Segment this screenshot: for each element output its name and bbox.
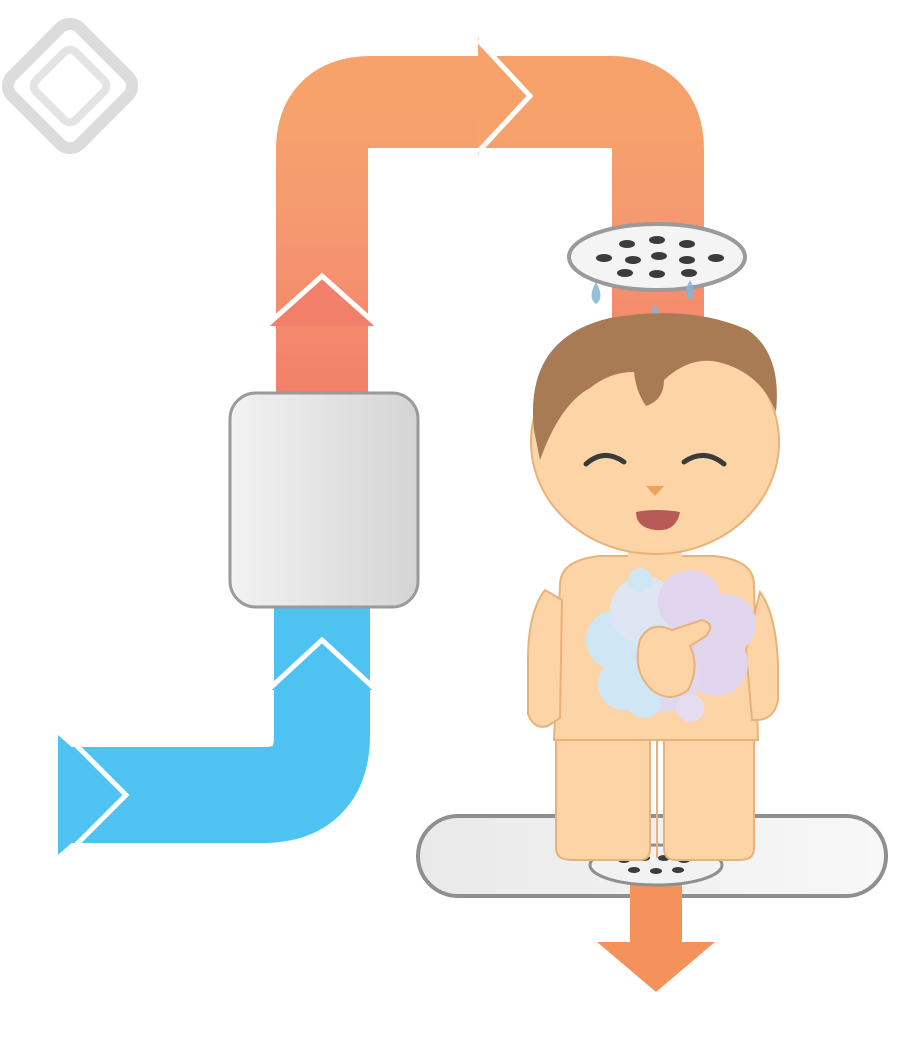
cold-water-inlet-pipe (58, 595, 376, 855)
person-left-arm (528, 590, 562, 727)
person-showering (528, 313, 779, 860)
shower-head-icon (569, 224, 745, 290)
corner-logo (2, 18, 138, 154)
water-heater-unit (230, 393, 418, 607)
